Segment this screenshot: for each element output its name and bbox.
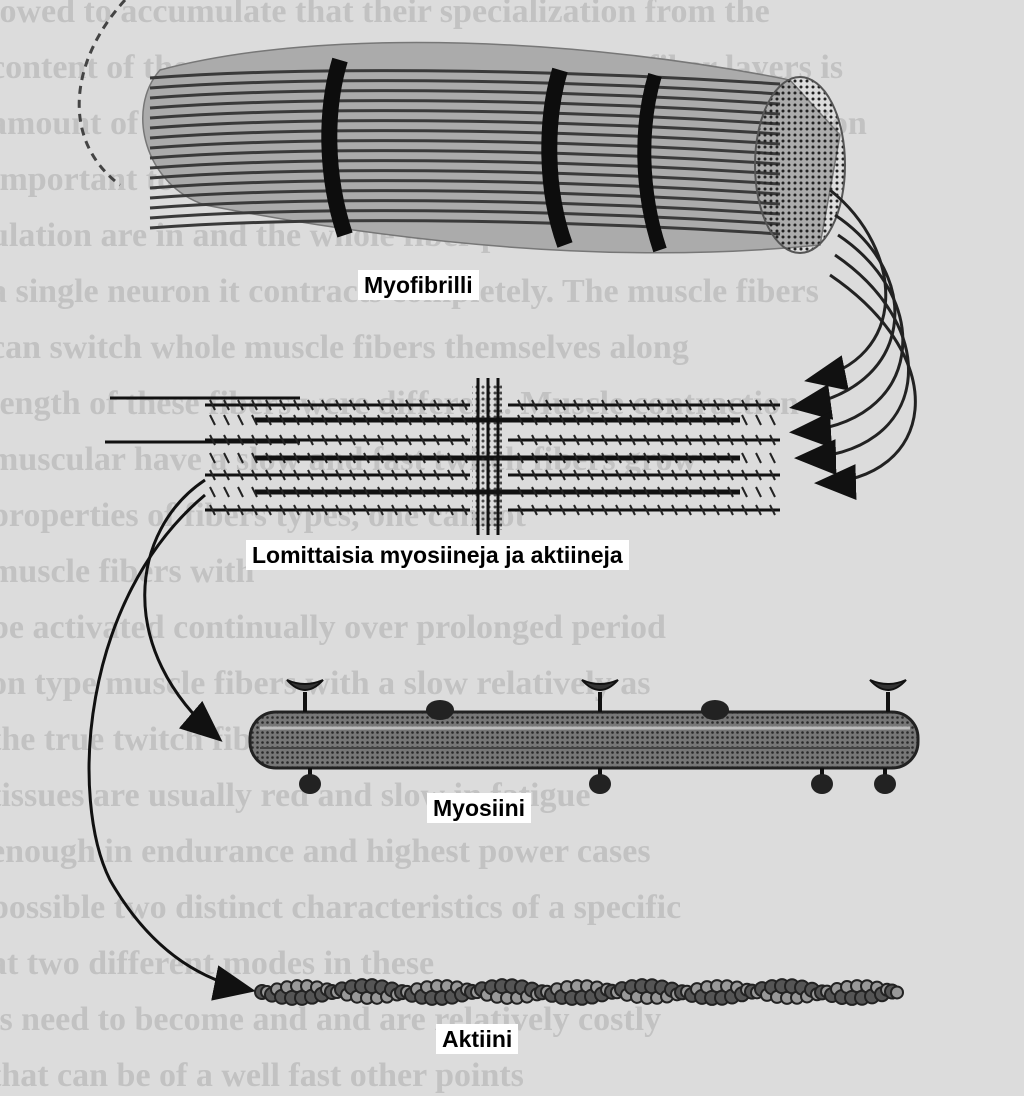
label-interleaved-filaments: Lomittaisia myosiineja ja aktiineja: [246, 540, 629, 570]
label-myosin: Myosiini: [427, 793, 532, 823]
actin-filament: [254, 978, 904, 1006]
background-text-line: can switch whole muscle fibers themselve…: [0, 329, 689, 366]
background-text-line: on type muscle fibers with a slow relati…: [0, 665, 650, 702]
background-text-line: muscle fibers with: [0, 553, 255, 590]
background-text-line: at two different modes in these: [0, 945, 434, 982]
background-text-line: that can be of a well fast other points: [0, 1057, 524, 1094]
label-myofibril: Myofibrilli: [358, 270, 479, 300]
background-text-line: be activated continually over prolonged …: [0, 609, 666, 646]
label-actin: Aktiini: [436, 1024, 519, 1054]
background-text-line: lowed to accumulate that their specializ…: [0, 0, 770, 30]
background-text-line: properties of fibers types, one cannot: [0, 497, 526, 534]
zoom-arrows-to-lattice: [789, 188, 917, 501]
background-text-line: possible two distinct characteristics of…: [0, 889, 681, 926]
background-text-line: enough in endurance and highest power ca…: [0, 833, 651, 870]
background-text-line: is need to become and and are relatively…: [0, 1001, 661, 1038]
filament-lattice: [105, 378, 780, 535]
myosin-filament: [248, 679, 920, 794]
myofibril-bundle: [77, 0, 846, 254]
arrows-to-components: [87, 478, 256, 1001]
